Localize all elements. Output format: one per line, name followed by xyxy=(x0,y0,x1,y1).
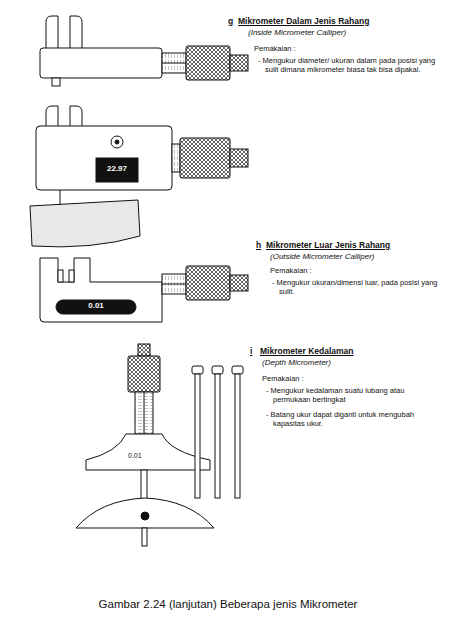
title: Mikrometer Dalam Jenis Rahang xyxy=(238,16,369,26)
frame-marking: 0.01 xyxy=(56,301,136,311)
usage-note: - Mengukur diameter/ ukuran dalam pada p… xyxy=(258,56,445,74)
subtitle: (Inside Micrometer Calliper) xyxy=(248,28,438,38)
display-reading: 22.97 xyxy=(96,164,138,174)
usage-heading: Pemakaian : xyxy=(270,266,430,275)
outside-micrometer xyxy=(40,258,248,322)
depth-micrometer xyxy=(76,344,243,546)
title: Mikrometer Luar Jenis Rahang xyxy=(266,240,390,250)
base-marking: 0.01 xyxy=(128,452,162,460)
item-letter: i xyxy=(250,346,260,356)
usage-note: - Mengukur kedalaman suatu lubang atau p… xyxy=(266,386,443,404)
usage-note: - Mengukur ukuran/dimensi luar, pada pos… xyxy=(272,278,449,296)
item-letter: h xyxy=(256,240,266,250)
title: Mikrometer Kedalaman xyxy=(260,346,354,356)
inside-micrometer xyxy=(40,16,248,86)
usage-heading: Pemakaian : xyxy=(262,374,422,383)
subtitle: (Outside Micrometer Calliper) xyxy=(270,252,440,262)
digital-inside-micrometer xyxy=(30,106,248,247)
usage-note: - Batang ukur dapat diganti untuk mengub… xyxy=(266,410,443,428)
figure-caption: Gambar 2.24 (lanjutan) Beberapa jenis Mi… xyxy=(20,598,436,612)
item-letter: g xyxy=(228,16,238,26)
subtitle: (Depth Micrometer) xyxy=(262,358,432,368)
usage-heading: Pemakaian : xyxy=(254,44,434,53)
